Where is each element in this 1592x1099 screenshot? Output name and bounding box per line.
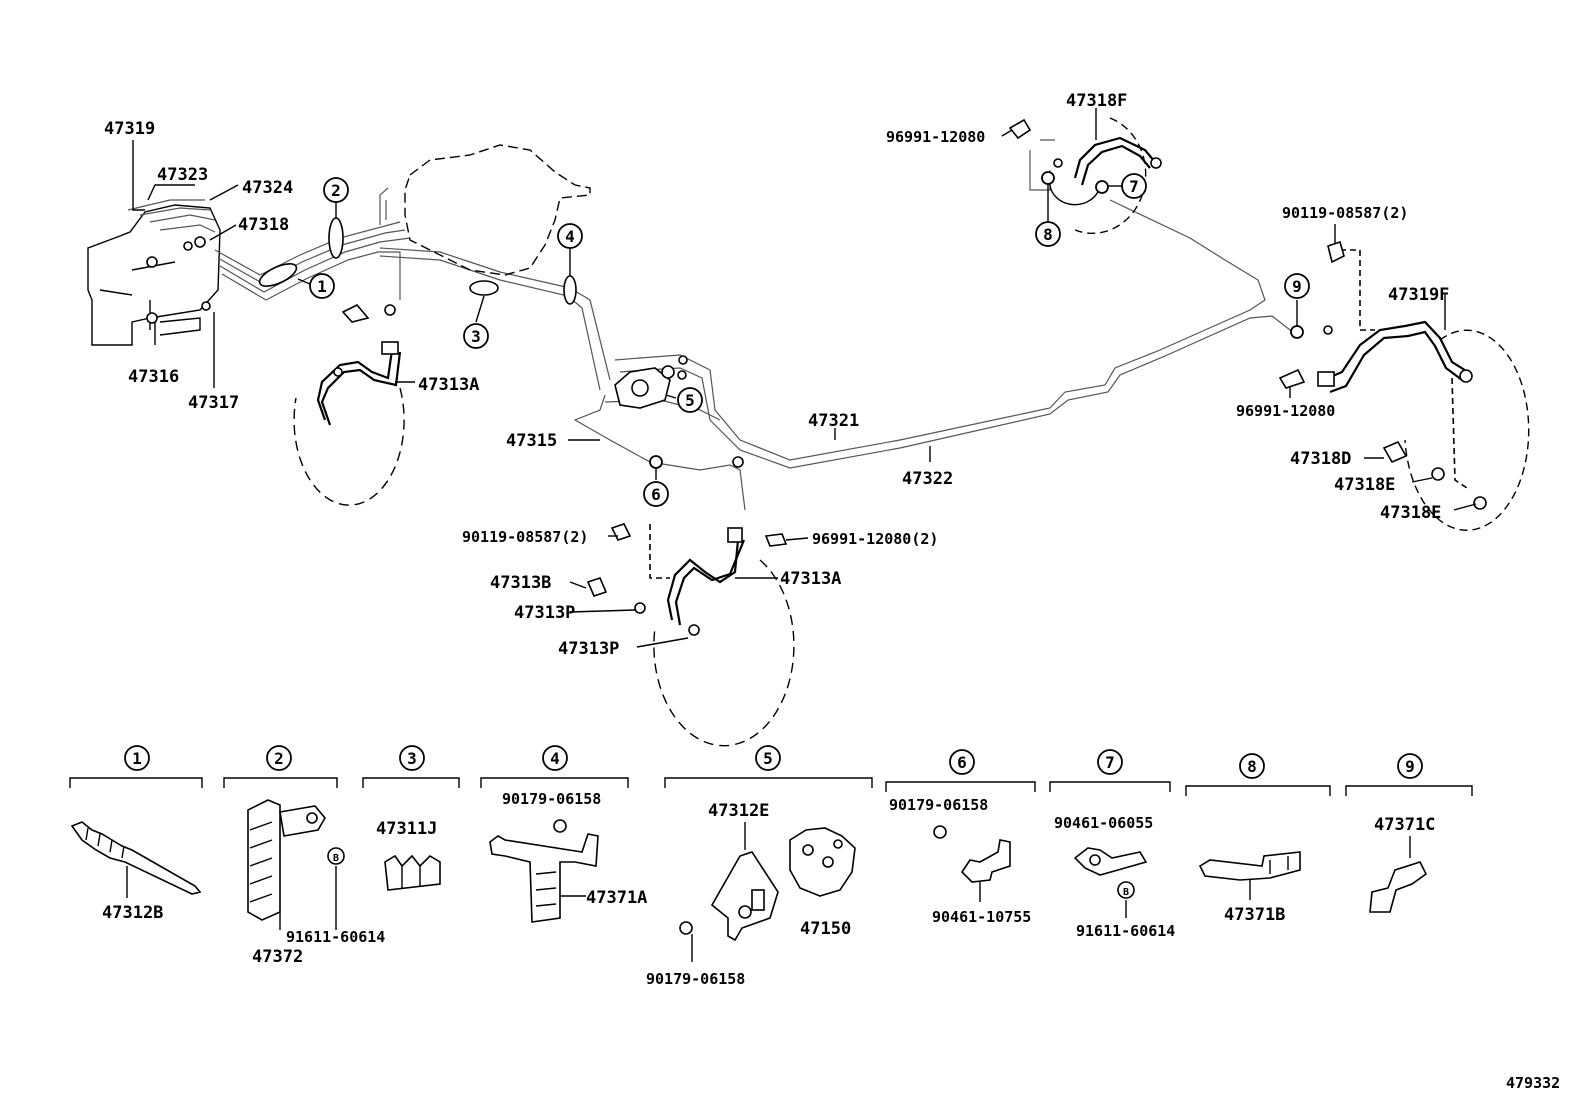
svg-text:B: B [333, 853, 339, 864]
label-47318: 47318 [238, 215, 289, 235]
label-47319: 47319 [104, 119, 155, 139]
svg-text:3: 3 [407, 749, 417, 768]
svg-text:2: 2 [331, 181, 341, 200]
svg-text:9: 9 [1405, 757, 1415, 776]
legend-group-3: 3 47311J [362, 745, 460, 891]
callout-4: 4 [557, 223, 583, 249]
legend-group-8: 8 47371B [1185, 753, 1331, 925]
label-47313A-center: 47313A [780, 569, 841, 589]
svg-text:2: 2 [274, 749, 284, 768]
rear-upper-disc-drawing [1029, 117, 1162, 234]
label-47316: 47316 [128, 367, 179, 387]
svg-text:7: 7 [1129, 177, 1139, 196]
callout-1: 1 [309, 273, 335, 299]
svg-text:1: 1 [132, 749, 142, 768]
svg-text:6: 6 [957, 753, 967, 772]
label-47319F: 47319F [1388, 285, 1449, 305]
rear-center-disc-drawing [649, 524, 795, 747]
label-47313P-2: 47313P [558, 639, 619, 659]
legend-90461-10755: 90461-10755 [932, 908, 1031, 926]
legend-group-4: 4 90179-06158 47371A [480, 745, 647, 923]
svg-text:5: 5 [763, 749, 773, 768]
svg-text:6: 6 [651, 485, 661, 504]
callout-9: 9 [1284, 273, 1310, 299]
label-96991-12080-right: 96991-12080 [1236, 402, 1335, 420]
label-47313B: 47313B [490, 573, 551, 593]
label-47318E-2: 47318E [1380, 503, 1441, 523]
svg-text:1: 1 [317, 277, 327, 296]
svg-text:B: B [1123, 887, 1129, 898]
legend-47312E: 47312E [708, 801, 769, 821]
svg-text:3: 3 [471, 327, 481, 346]
legend-91611-60614-a: 91611-60614 [286, 928, 385, 946]
label-90119-08587-center: 90119-08587(2) [462, 528, 588, 546]
callout-8: 8 [1035, 221, 1061, 247]
callout-7: 7 [1121, 173, 1147, 199]
svg-text:4: 4 [565, 227, 575, 246]
clamp-markers [258, 118, 1487, 636]
label-47323: 47323 [157, 165, 208, 185]
pipe-bundle-front [214, 187, 611, 391]
svg-text:8: 8 [1247, 757, 1257, 776]
callout-3: 3 [463, 323, 489, 349]
legend-47150: 47150 [800, 919, 851, 939]
label-96991-12080-top: 96991-12080 [886, 128, 985, 146]
label-47313A-left: 47313A [418, 375, 479, 395]
svg-text:8: 8 [1043, 225, 1053, 244]
legend-group-5: 5 47312E 47150 90179-06158 [646, 745, 873, 988]
svg-text:5: 5 [685, 391, 695, 410]
rear-brake-lines [573, 199, 1303, 511]
label-47318F: 47318F [1066, 91, 1127, 111]
callout-5: 5 [677, 387, 703, 413]
legend-47371C: 47371C [1374, 815, 1435, 835]
svg-text:9: 9 [1292, 277, 1302, 296]
label-90119-08587-right: 90119-08587(2) [1282, 204, 1408, 222]
label-47321: 47321 [808, 411, 859, 431]
legend-90179-06158-b: 90179-06158 [646, 970, 745, 988]
label-47317: 47317 [188, 393, 239, 413]
leader-lines [132, 108, 1477, 648]
legend-90179-06158-a: 90179-06158 [502, 790, 601, 808]
label-47313P-1: 47313P [514, 603, 575, 623]
svg-text:4: 4 [550, 749, 560, 768]
proportioning-valve-drawing [614, 355, 688, 409]
brake-booster-drawing [404, 144, 591, 276]
label-47315: 47315 [506, 431, 557, 451]
svg-text:7: 7 [1105, 753, 1115, 772]
legend-group-9: 9 47371C [1345, 753, 1473, 913]
legend-47371A: 47371A [586, 888, 647, 908]
label-47318E-1: 47318E [1334, 475, 1395, 495]
legend-group-2: 2 B 91611-60614 47372 [223, 745, 385, 967]
label-96991-12080-center: 96991-12080(2) [812, 530, 938, 548]
legend-group-6: 6 90179-06158 90461-10755 [885, 749, 1036, 926]
master-cylinder-drawing [87, 199, 221, 346]
legend-47371B: 47371B [1224, 905, 1285, 925]
legend-90461-06055: 90461-06055 [1054, 814, 1153, 832]
legend-90179-06158-c: 90179-06158 [889, 796, 988, 814]
label-47318D: 47318D [1290, 449, 1351, 469]
label-47324: 47324 [242, 178, 293, 198]
rear-right-disc-drawing [1317, 249, 1530, 531]
legend-47311J: 47311J [376, 819, 437, 839]
legend-group-7: 7 90461-06055 B 91611-60614 [1049, 749, 1175, 940]
legend-group-1: 1 47312B [69, 745, 203, 923]
label-47322: 47322 [902, 469, 953, 489]
diagram-id: 479332 [1506, 1074, 1560, 1092]
legend-47372: 47372 [252, 947, 303, 967]
legend-47312B: 47312B [102, 903, 163, 923]
front-left-disc-drawing [293, 341, 405, 506]
legend-91611-60614-b: 91611-60614 [1076, 922, 1175, 940]
callout-2: 2 [323, 177, 349, 203]
callout-6: 6 [643, 481, 669, 507]
